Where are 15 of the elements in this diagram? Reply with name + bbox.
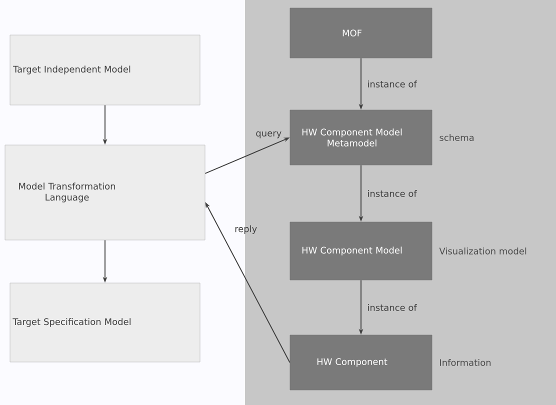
side-label: Visualization model bbox=[439, 248, 526, 254]
edge-label: instance of bbox=[368, 304, 418, 311]
edge-label: instance of bbox=[368, 80, 418, 88]
component-box: HW Component Model Metamodel bbox=[290, 110, 432, 166]
edge-label: reply bbox=[235, 225, 257, 234]
side-label: Information bbox=[440, 359, 491, 366]
process-box: Target Specification Model bbox=[10, 282, 200, 362]
process-box: Model Transformation Language bbox=[4, 144, 206, 240]
side-label: schema bbox=[440, 134, 474, 141]
component-box: HW Component bbox=[290, 334, 432, 390]
component-box: HW Component Model bbox=[290, 222, 432, 280]
process-box: Target Independent Model bbox=[10, 34, 200, 106]
component-box: MOF bbox=[290, 8, 432, 58]
edge-label: query bbox=[256, 131, 282, 138]
edge-label: instance of bbox=[368, 190, 418, 197]
